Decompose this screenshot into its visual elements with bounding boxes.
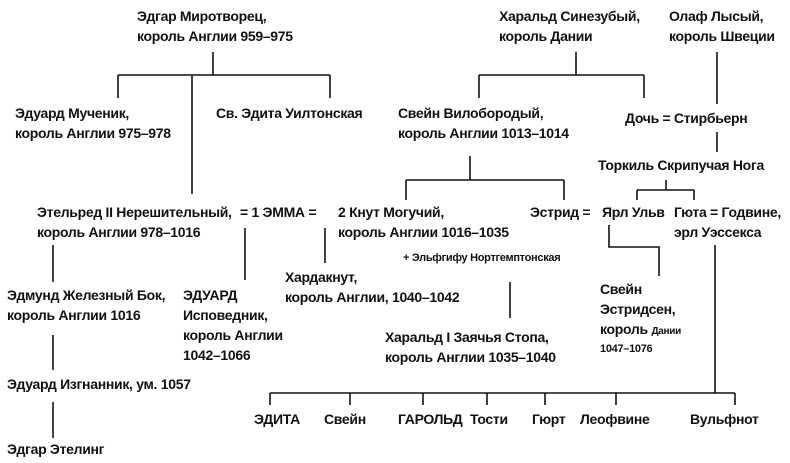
person-harthacnut: Хардакнут, король Англии, 1040–1042 — [285, 267, 460, 307]
title: король Англии — [183, 327, 283, 343]
person-thorkel: Торкиль Скрипучая Нога — [598, 155, 764, 175]
name: Харальд I Заячья Стопа, — [385, 329, 549, 345]
title: эрл Уэссекса — [674, 224, 762, 240]
godwin-child-edith: ЭДИТА — [254, 411, 300, 427]
title: король Англии 959–975 — [137, 28, 293, 44]
name: Торкиль Скрипучая Нога — [598, 157, 764, 173]
person-cnut: 2 Кнут Могучий, король Англии 1016–1035 — [338, 202, 509, 242]
person-olaf-bald: Олаф Лысый, король Швеции — [669, 6, 775, 46]
person-edward-martyr: Эдуард Мученик, король Англии 975–978 — [15, 103, 171, 143]
name: Эдгар Миротворец, — [137, 8, 267, 24]
title: король Англии 978–1016 — [37, 224, 201, 240]
title: король Англии 975–978 — [15, 125, 171, 141]
name: Дочь = Стирбьерн — [625, 110, 748, 126]
title: король Англии 1016–1035 — [338, 224, 509, 240]
godwin-child-harold: ГАРОЛЬД — [398, 411, 463, 427]
name: Эдуард Изгнанник, ум. 1057 — [7, 376, 191, 392]
name: Хардакнут, — [285, 269, 358, 285]
person-ethelred: Этельред II Нерешительный, король Англии… — [37, 202, 232, 242]
person-daughter-styrbjorn: Дочь = Стирбьерн — [625, 108, 748, 128]
name: Олаф Лысый, — [669, 8, 764, 24]
name: 2 Кнут Могучий, — [338, 204, 444, 220]
person-emma: = 1 ЭММА = — [240, 202, 317, 222]
person-edith-wilton: Св. Эдита Уилтонская — [216, 103, 363, 123]
godwin-child-leofwine: Леофвине — [580, 411, 650, 427]
person-ulf: Ярл Ульв — [602, 202, 665, 222]
name: Ярл Ульв — [602, 204, 665, 220]
name: Эдгар Этелинг — [7, 441, 105, 457]
name: = 1 ЭММА = — [240, 204, 317, 220]
person-edgar-peaceable: Эдгар Миротворец, король Англии 959–975 — [137, 6, 293, 46]
person-edward-confessor: ЭДУАРД Исповедник, король Англии 1042–10… — [183, 285, 283, 365]
person-harald-bluetooth: Харальд Синезубый, король Дании — [499, 6, 640, 46]
name: Свейн — [600, 281, 642, 297]
name: Эдмунд Железный Бок, — [7, 287, 166, 303]
title: король Англии 1013–1014 — [398, 125, 569, 141]
title: король Швеции — [669, 28, 775, 44]
title: король Англии, 1040–1042 — [285, 289, 460, 305]
name: Эстрид = — [530, 204, 591, 220]
godwin-child-sweyn: Свейн — [324, 411, 366, 427]
person-gytha-godwin: Гюта = Годвине, эрл Уэссекса — [674, 202, 781, 242]
title: король Дании — [499, 28, 593, 44]
person-sweyn-estridsen: Свейн Эстридсен, король Дании 1047–1076 — [600, 279, 681, 357]
person-edgar-atheling: Эдгар Этелинг — [7, 439, 105, 459]
person-edward-exile: Эдуард Изгнанник, ум. 1057 — [7, 374, 191, 394]
godwin-child-gyrth: Гюрт — [532, 411, 566, 427]
person-edmund-ironside: Эдмунд Железный Бок, король Англии 1016 — [7, 285, 165, 325]
godwin-child-wulfnoth: Вульфнот — [690, 411, 759, 427]
patronymic: Эстридсен, — [600, 301, 676, 317]
person-harold-harefoot: Харальд I Заячья Стопа, король Англии 10… — [385, 327, 556, 367]
title: король Дании — [600, 321, 681, 337]
person-sweyn-forkbeard: Свейн Вилобородый, король Англии 1013–10… — [398, 103, 569, 143]
title: король Англии 1035–1040 — [385, 349, 556, 365]
name: Харальд Синезубый, — [499, 8, 640, 24]
name: Эдуард Мученик, — [15, 105, 130, 121]
name: Св. Эдита Уилтонская — [216, 105, 363, 121]
name: Этельред II Нерешительный, — [37, 204, 232, 220]
name: Свейн Вилобородый, — [398, 105, 544, 121]
reign: 1047–1076 — [600, 343, 653, 355]
person-estrid: Эстрид = — [530, 202, 591, 222]
name: Гюта = Годвине, — [674, 204, 781, 220]
title: король Англии 1016 — [7, 307, 141, 323]
name: ЭДУАРД — [183, 287, 238, 303]
godwin-child-tostig: Тости — [470, 411, 508, 427]
reign: 1042–1066 — [183, 347, 251, 363]
cnut-spouse-aelfgifu: + Эльфгифу Нортгемптонская — [403, 252, 561, 264]
epithet: Исповедник, — [183, 307, 268, 323]
